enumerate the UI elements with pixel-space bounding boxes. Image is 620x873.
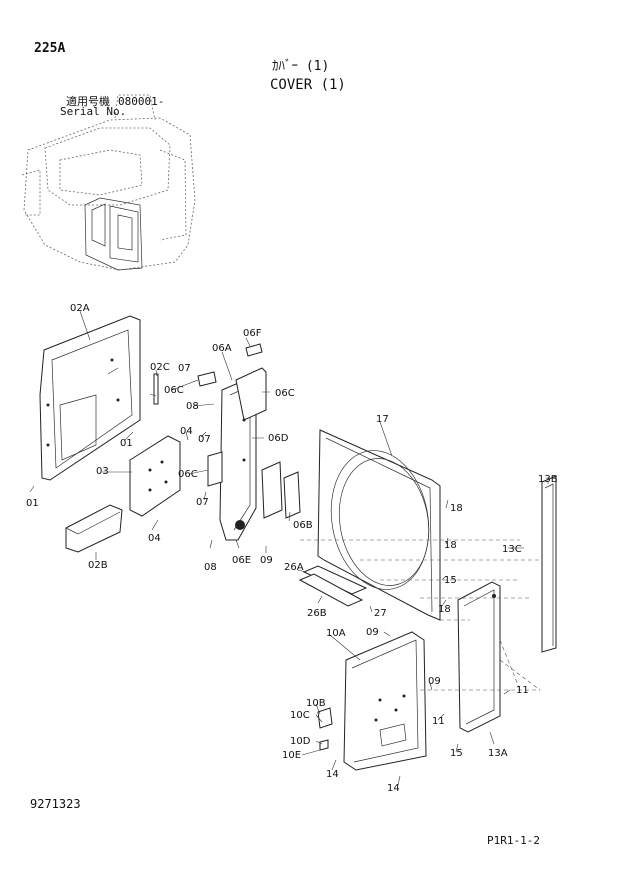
callout-08-lower: 08	[204, 562, 217, 573]
callout-18-top: 18	[450, 503, 463, 514]
part-06D-frame	[219, 367, 283, 541]
part-17-fan-shroud	[317, 429, 441, 621]
callout-18-middle: 18	[444, 540, 457, 551]
callout-10E: 10E	[282, 750, 301, 761]
callout-02C: 02C	[150, 362, 170, 373]
callout-02B: 02B	[88, 560, 108, 571]
callout-10B: 10B	[306, 698, 326, 709]
part-10A-cover	[343, 631, 427, 771]
callout-27: 27	[374, 608, 387, 619]
callout-13A: 13A	[488, 748, 508, 759]
title-english: COVER (1)	[270, 77, 346, 93]
title-japanese: ｶﾊﾞｰ (1)	[272, 59, 330, 74]
callout-09-cover-side: 09	[428, 676, 441, 687]
leader-lines	[29, 310, 549, 786]
part-13A-side-panel	[457, 581, 501, 733]
callout-09-frame: 09	[260, 555, 273, 566]
callout-26B: 26B	[307, 608, 327, 619]
part-02A-side-panel	[39, 315, 141, 481]
callout-14-right: 14	[387, 783, 400, 794]
part-13B-seal-strip	[541, 475, 557, 653]
callout-04-lower: 04	[148, 533, 161, 544]
part-03-cover-plate	[129, 435, 181, 517]
callout-26A: 26A	[284, 562, 304, 573]
callout-06F: 06F	[243, 328, 262, 339]
callout-14-left: 14	[326, 769, 339, 780]
callout-07-middle: 07	[198, 434, 211, 445]
callout-15-upper: 15	[444, 575, 457, 586]
machine-overview-illustration	[21, 94, 196, 271]
model-code: 225A	[34, 41, 66, 56]
part-06F-tab	[245, 343, 263, 357]
callout-04-upper: 04	[180, 426, 193, 437]
part-10B-latch	[317, 707, 333, 729]
callout-06D: 06D	[268, 433, 289, 444]
callout-06C-left: 06C	[164, 385, 184, 396]
part-02B-pad	[65, 504, 123, 553]
applicability-label-jp: 適用号機	[66, 95, 110, 108]
callout-18-lower: 18	[438, 604, 451, 615]
part-26B-strip	[298, 573, 364, 607]
callout-10C: 10C	[290, 710, 310, 721]
callout-11-lower: 11	[432, 716, 445, 727]
callout-11-right: 11	[516, 685, 529, 696]
page-code: P1R1-1-2	[487, 834, 540, 847]
callout-13B: 13B	[538, 474, 558, 485]
callout-06C-middle: 06C	[178, 469, 198, 480]
callout-13C: 13C	[502, 544, 522, 555]
callout-10A: 10A	[326, 628, 346, 639]
callout-07-top: 07	[178, 363, 191, 374]
part-06B-block	[283, 471, 301, 519]
callout-02A: 02A	[70, 303, 90, 314]
callout-17: 17	[376, 414, 389, 425]
callout-07-lower: 07	[196, 497, 209, 508]
callout-08-upper: 08	[186, 401, 199, 412]
callout-06B: 06B	[293, 520, 313, 531]
callout-01-lower: 01	[26, 498, 39, 509]
callout-03: 03	[96, 466, 109, 477]
callout-06C-right: 06C	[275, 388, 295, 399]
callout-01-upper: 01	[120, 438, 133, 449]
callout-15-lower: 15	[450, 748, 463, 759]
callout-10D: 10D	[290, 736, 311, 747]
serial-label: Serial No.	[60, 105, 127, 118]
part-06C-spacer	[207, 451, 223, 487]
callout-06A: 06A	[212, 343, 232, 354]
part-10D-catch	[319, 739, 329, 751]
drawing-number: 9271323	[30, 797, 81, 811]
part-06C-bracket	[197, 371, 217, 387]
part-02C-rod	[153, 373, 159, 405]
callout-06E: 06E	[232, 555, 251, 566]
serial-number: 080001-	[118, 95, 165, 108]
callout-09-cover-top: 09	[366, 627, 379, 638]
